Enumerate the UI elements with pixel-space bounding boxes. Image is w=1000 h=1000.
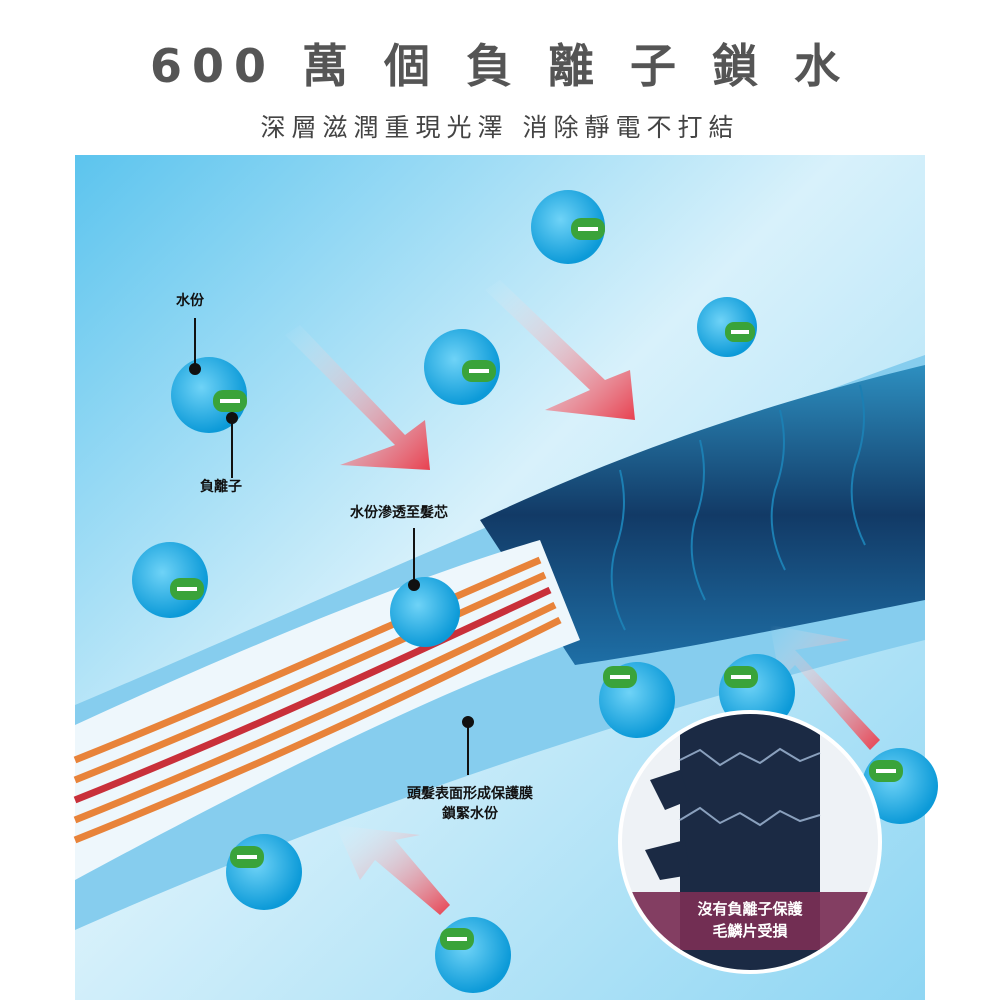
- page-subtitle: 深層滋潤重現光澤 消除靜電不打結: [260, 113, 740, 142]
- cuticle-wave-lines: [610, 384, 866, 631]
- hair-cuticle-layer: [480, 365, 925, 665]
- ion-icon: [599, 662, 675, 738]
- damaged-hair-inset: [618, 710, 882, 974]
- leader-lines: [189, 318, 474, 775]
- arrows: [285, 280, 880, 915]
- ion-icon: [435, 917, 511, 993]
- water-droplet-icon: [390, 577, 460, 647]
- label-film-line1: 頭髮表面形成保護膜: [407, 786, 533, 802]
- inset-caption-line1: 沒有負離子保護: [697, 900, 803, 918]
- hair-fibers: [73, 556, 562, 844]
- inset-caption: 沒有負離子保護 毛鱗片受損: [640, 898, 860, 942]
- ion-icon: [132, 542, 208, 618]
- arrow-icon: [770, 625, 880, 750]
- arrow-icon: [335, 825, 450, 915]
- label-water: 水份: [176, 293, 204, 309]
- ion-icon: [424, 329, 500, 405]
- ion-icon: [226, 834, 302, 910]
- ion-icon: [697, 297, 757, 357]
- label-penetrate: 水份滲透至髮芯: [350, 505, 448, 521]
- ion-icon: [531, 190, 605, 264]
- label-film-line2: 鎖緊水份: [442, 806, 498, 822]
- inset-caption-line2: 毛鱗片受損: [712, 922, 788, 940]
- ion-icon: [862, 748, 938, 824]
- arrow-icon: [285, 325, 430, 470]
- label-negative-ion: 負離子: [200, 479, 242, 495]
- arrow-icon: [485, 280, 635, 420]
- page-title: 600 萬 個 負 離 子 鎖 水: [149, 39, 851, 93]
- label-protective-film: 頭髮表面形成保護膜 鎖緊水份: [390, 784, 550, 824]
